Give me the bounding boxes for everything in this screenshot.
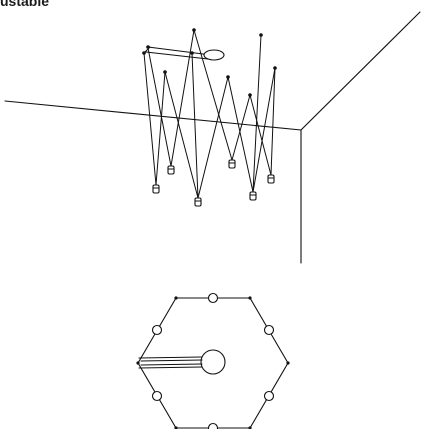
cable — [197, 76, 229, 199]
cable — [164, 71, 199, 199]
pendant-lamp-icon — [249, 191, 257, 201]
connector-dot-icon — [163, 70, 167, 74]
connector-dot-icon — [136, 361, 140, 365]
pendant-lamp-icon — [194, 197, 202, 207]
connector-dot-icon — [259, 33, 263, 37]
connector-dot-icon — [142, 51, 146, 55]
pendant-lamp-icon — [207, 292, 219, 304]
connector-dot-icon — [226, 75, 230, 79]
feed-bar-upper-outer — [138, 356, 203, 359]
anchor-points — [142, 28, 277, 97]
cable — [193, 29, 233, 161]
cable — [191, 52, 199, 199]
suspension-cables — [143, 29, 276, 199]
suspension-ring-icon — [203, 49, 225, 61]
cable — [155, 71, 166, 186]
connector-dot-icon — [174, 296, 178, 300]
connector-dot-icon — [146, 45, 150, 49]
cable — [147, 47, 172, 167]
cable — [270, 67, 276, 176]
connector-dot-icon — [248, 296, 252, 300]
caption-text: ustable — [0, 0, 50, 9]
canopy-icon — [200, 349, 226, 375]
ceiling-rail-lower — [145, 51, 209, 60]
pendant-fixture — [142, 28, 277, 207]
pendant-lamp-icon — [263, 390, 275, 402]
pendant-lamp-icon — [152, 184, 160, 194]
pendant-lamp-icon — [151, 390, 163, 402]
feed-bar-lower-outer — [138, 366, 203, 369]
ceiling-wall-edge-right — [300, 11, 421, 131]
pendant-lamp-icon — [151, 324, 163, 336]
cable — [170, 29, 195, 167]
lamp-heads — [152, 159, 275, 207]
cable — [252, 67, 276, 193]
connector-dot-icon — [273, 66, 277, 70]
pendant-lamp-icon — [207, 422, 219, 429]
pendant-lamp-icon — [228, 159, 236, 169]
connector-dot-icon — [286, 361, 290, 365]
connector-dot-icon — [248, 93, 252, 97]
cable — [231, 94, 251, 161]
feed-bar-upper-inner — [140, 359, 203, 362]
hexagon-vertices — [136, 296, 290, 429]
connector-dot-icon — [174, 426, 178, 429]
cable — [252, 34, 262, 193]
connector-dot-icon — [190, 51, 194, 55]
pendant-lamp-icon — [167, 165, 175, 175]
room-corner — [4, 11, 421, 264]
ceiling-wall-edge-left — [4, 100, 302, 131]
edge-lamps — [151, 292, 275, 429]
connector-dot-icon — [248, 426, 252, 429]
cable — [227, 76, 254, 193]
cable — [143, 52, 157, 186]
cable — [249, 94, 272, 176]
pendant-lamp-icon — [263, 324, 275, 336]
pendant-lamp-icon — [267, 174, 275, 184]
connector-dot-icon — [192, 28, 196, 32]
feed-bar-lower-inner — [140, 363, 203, 366]
top-view-plan — [136, 292, 290, 429]
